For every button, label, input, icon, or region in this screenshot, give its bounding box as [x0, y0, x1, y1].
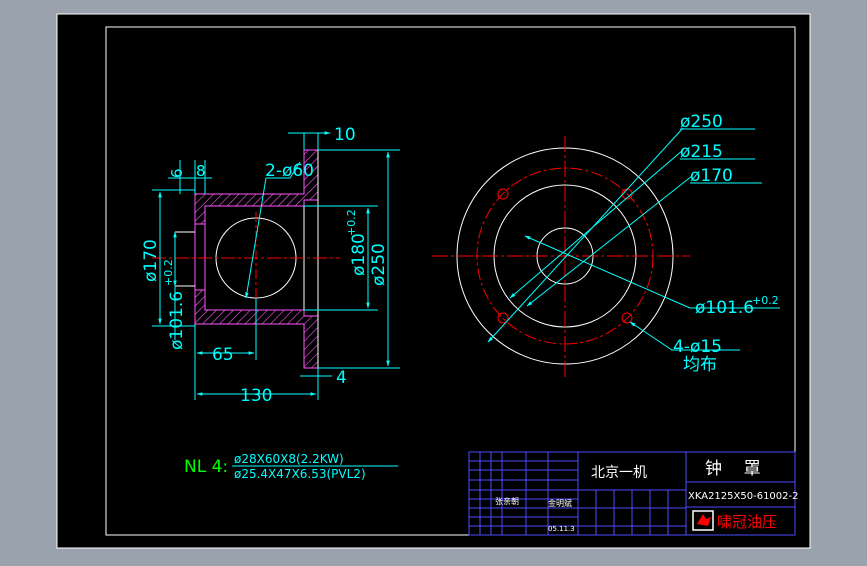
dim-left-b: 8: [196, 162, 206, 180]
note-line2: ø25.4X47X6.53(PVL2): [234, 467, 366, 481]
side-section-view: 10 2-ø60 6 8 ø170 ø101.6 +0.2 ø180 +0.2 …: [141, 125, 400, 406]
dim-flange-4: 4: [336, 368, 347, 388]
dim-inner-180-tol: +0.2: [345, 209, 358, 236]
bolt-hole-tl: [497, 188, 509, 200]
dim-bore-101: ø101.6: [167, 291, 187, 350]
drawing-number: XKA2125X50-61002-2: [688, 491, 799, 502]
dim-bore-170: ø170: [141, 239, 161, 282]
dim-holes: 4-ø15: [673, 337, 722, 357]
title-block-text: 北京一机 钟 罩 XKA2125X50-61002-2 张亲朝 金明斌 05.1…: [495, 459, 799, 533]
dim-left-a: 6: [168, 168, 186, 178]
leader-101: [524, 235, 691, 309]
drawing-date: 05.11.3: [548, 525, 575, 533]
dim-length-130: 130: [240, 386, 272, 406]
checker-name: 金明斌: [548, 498, 572, 508]
dim-d101: ø101.6: [695, 298, 754, 318]
dim-d215: ø215: [680, 142, 723, 162]
designer-name: 张亲朝: [495, 496, 519, 506]
bolt-hole-br: [621, 312, 633, 324]
dim-depth-65: 65: [212, 345, 234, 365]
company-name: 北京一机: [591, 465, 647, 481]
dim-holes-note: 均布: [683, 355, 717, 375]
title-block: [468, 451, 796, 536]
part-name: 钟 罩: [705, 459, 761, 479]
note-line1: ø28X60X8(2.2KW): [234, 452, 344, 466]
dim-d250: ø250: [680, 112, 723, 132]
dim-top-flange: 10: [334, 125, 356, 145]
section-left-wall: [194, 223, 206, 291]
leader-250: [487, 127, 684, 343]
company-logo: 啸冠油压: [692, 510, 777, 531]
dim-outer-250: ø250: [369, 243, 389, 286]
bolt-hole-bl: [497, 312, 509, 324]
dim-d170: ø170: [690, 166, 733, 186]
front-view: ø250 ø215 ø170 ø101.6 +0.2 4-ø15 均布: [432, 112, 780, 378]
note-label: NL 4:: [184, 457, 228, 477]
leader-hole: [266, 161, 301, 179]
motor-note: NL 4: ø28X60X8(2.2KW) ø25.4X47X6.53(PVL2…: [184, 452, 398, 481]
dim-bore-101-tol: +0.2: [162, 259, 175, 286]
leader-holes: [629, 321, 740, 351]
leader-170: [526, 175, 693, 307]
logo-text: 啸冠油压: [717, 513, 777, 531]
dim-inner-180: ø180: [349, 233, 369, 276]
leader-215: [509, 149, 684, 299]
dim-d101-tol: +0.2: [752, 294, 779, 307]
drawing-border: [105, 26, 796, 536]
dim-hole-pattern: 2-ø60: [265, 161, 314, 181]
drawing-paper: [56, 13, 811, 549]
